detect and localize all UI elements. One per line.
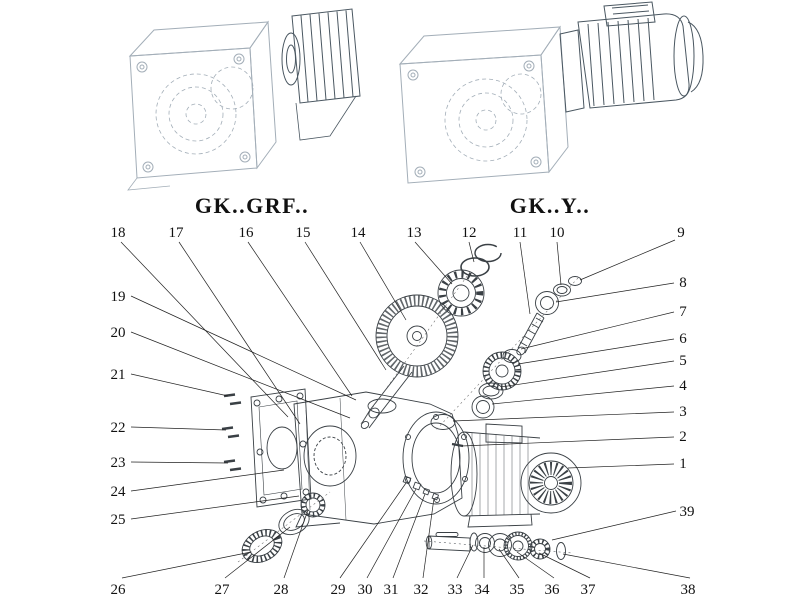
- callout-4: 4: [679, 378, 687, 394]
- callout-28: 28: [274, 582, 289, 598]
- callout-6: 6: [679, 331, 687, 347]
- callout-17: 17: [169, 225, 185, 241]
- gearbox-illustration-gk-y-motor: [559, 1, 704, 113]
- callout-19: 19: [111, 289, 126, 305]
- callout-10: 10: [550, 225, 565, 241]
- callout-34: 34: [475, 582, 491, 598]
- callout-13: 13: [407, 225, 422, 241]
- callout-35: 35: [510, 582, 525, 598]
- upper-retaining-rings: [460, 243, 502, 277]
- callout-18: 18: [111, 225, 126, 241]
- callout-12: 12: [462, 225, 477, 241]
- callout-25: 25: [111, 512, 126, 528]
- callout-29: 29: [331, 582, 346, 598]
- variant-title-gk-grf: GK..GRF..: [195, 193, 309, 218]
- output-shaft-assembly: [423, 531, 573, 561]
- callout-37: 37: [581, 582, 597, 598]
- upper-bearing: [437, 269, 485, 317]
- gear-housing: [293, 391, 470, 528]
- callout-26: 26: [111, 582, 127, 598]
- gearbox-illustration-gk-y: [398, 25, 569, 184]
- callout-3: 3: [679, 404, 687, 420]
- callout-31: 31: [384, 582, 399, 598]
- assembly-axis-lines: [237, 271, 579, 563]
- callout-16: 16: [239, 225, 255, 241]
- callout-30: 30: [358, 582, 373, 598]
- gearbox-illustration-gk-grf: [127, 20, 277, 191]
- callout-27: 27: [215, 582, 231, 598]
- leader-lines: [120, 239, 691, 579]
- keys-and-fasteners: [402, 442, 464, 501]
- callout-14: 14: [351, 225, 367, 241]
- callout-36: 36: [545, 582, 561, 598]
- callout-7: 7: [679, 304, 687, 320]
- callout-39: 39: [680, 504, 695, 520]
- callout-2: 2: [679, 429, 687, 445]
- output-cover-parts: [241, 492, 326, 563]
- callout-21: 21: [111, 367, 126, 383]
- variant-title-gk-y: GK..Y..: [510, 193, 591, 218]
- flange-bolts: [221, 393, 242, 472]
- output-flange-plate: [250, 388, 312, 508]
- callout-8: 8: [679, 275, 687, 291]
- callout-1: 1: [679, 456, 687, 472]
- gearbox-illustration-gk-grf-finned-housing: [281, 8, 361, 141]
- callout-38: 38: [681, 582, 696, 598]
- callout-33: 33: [448, 582, 463, 598]
- callout-24: 24: [111, 484, 127, 500]
- callout-23: 23: [111, 455, 126, 471]
- callout-5: 5: [679, 353, 687, 369]
- callout-11: 11: [513, 225, 527, 241]
- electric-motor: [450, 423, 582, 528]
- input-pinion-stack: [430, 276, 582, 430]
- callout-9: 9: [677, 225, 685, 241]
- callout-22: 22: [111, 420, 126, 436]
- callout-15: 15: [296, 225, 311, 241]
- callout-32: 32: [414, 582, 429, 598]
- callout-20: 20: [111, 325, 126, 341]
- intermediate-gear-and-shaft: [360, 294, 459, 429]
